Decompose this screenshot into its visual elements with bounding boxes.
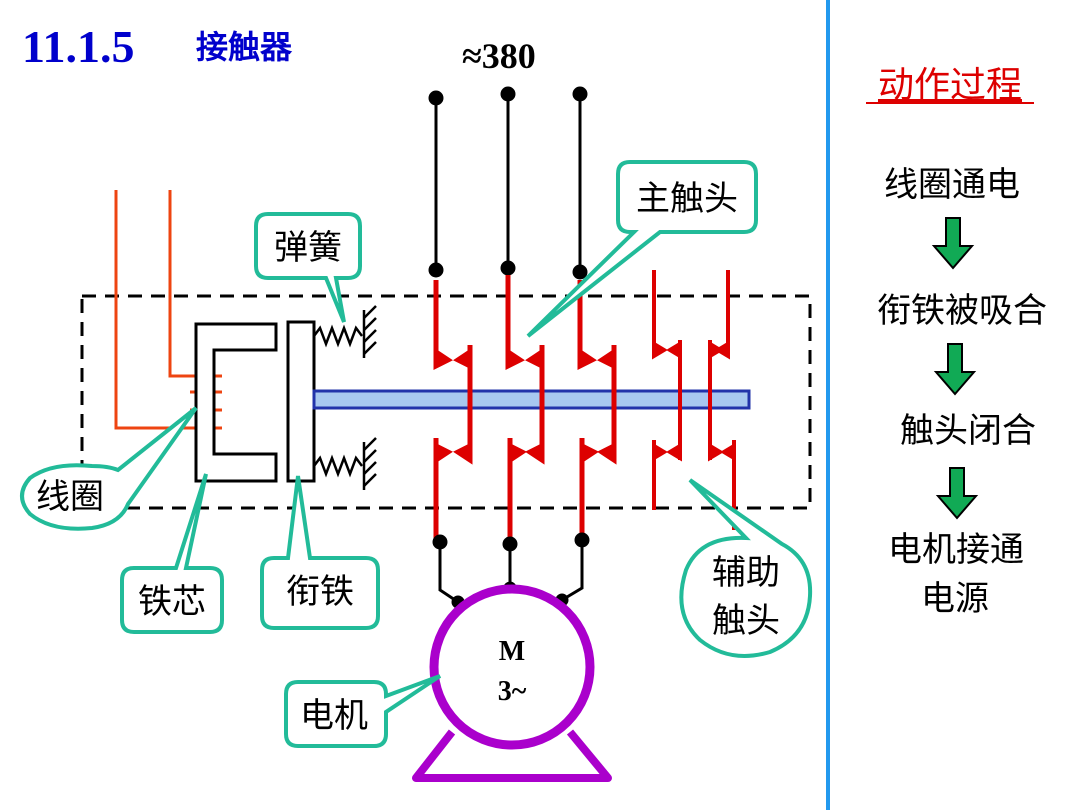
down-arrow-icon [931,217,975,270]
motor-icon [412,584,612,782]
section-title: 接触器 [196,28,293,66]
down-arrow-icon [933,343,977,396]
step-3: 触头闭合 [900,411,1036,451]
label-core: 铁芯 [138,582,206,622]
label-spring: 弹簧 [274,228,342,268]
process-title: 动作过程 [878,65,1022,106]
callout-motor: 电机 [284,674,442,748]
motor-label-phase: 3~ [498,676,527,707]
step-4: 电机接通 [888,530,1024,570]
supply-lines [428,86,588,280]
callout-armature: 衔铁 [260,475,380,630]
section-number: 11.1.5 [22,21,134,72]
label-aux-contact-line1: 辅助 [712,553,780,593]
auxiliary-contacts [652,270,736,530]
down-arrow-icon [935,467,979,520]
label-aux-contact-line2: 触头 [712,601,780,641]
label-motor: 电机 [300,696,368,736]
motor-label-m: M [499,636,525,667]
callout-core: 铁芯 [120,473,224,634]
step-5: 电源 [921,579,989,619]
spring-icon [313,305,377,490]
label-coil: 线圈 [36,477,104,517]
callout-main-contact: 主触头 [526,160,758,338]
callout-aux-contact: 辅助 触头 [679,478,813,658]
armature [286,320,316,483]
supply-voltage: ≈380 [462,36,536,76]
step-1: 线圈通电 [884,165,1020,205]
contactor-enclosure [80,294,812,510]
callout-spring: 弹簧 [254,212,362,323]
step-2: 衔铁被吸合 [877,291,1047,331]
label-main-contact: 主触头 [636,179,738,219]
iron-core [194,322,278,483]
moving-rod [312,389,751,410]
label-armature: 衔铁 [286,572,354,612]
callout-coil: 线圈 [20,406,198,531]
